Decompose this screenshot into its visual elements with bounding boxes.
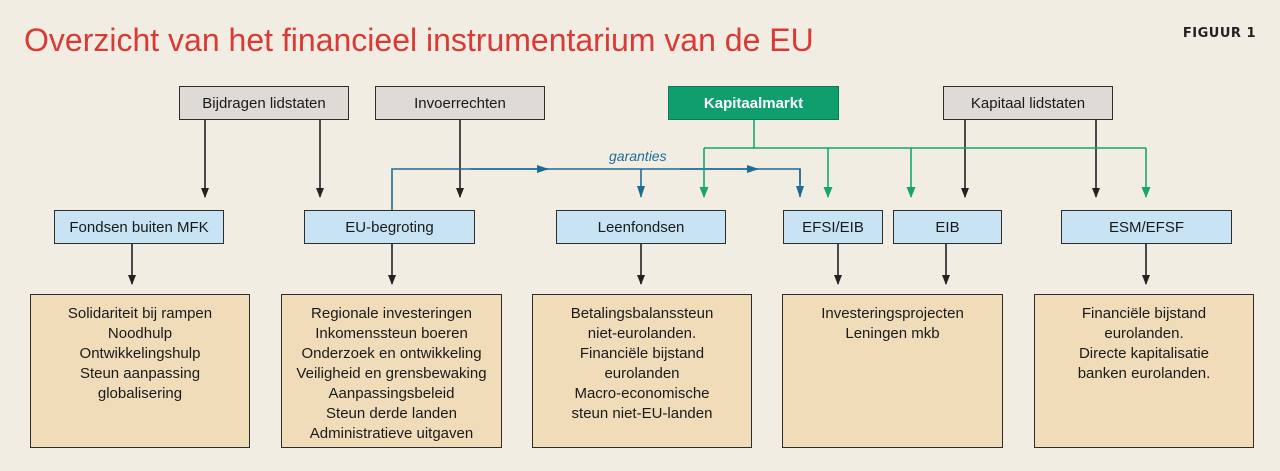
box-fondsen-buiten-mfk: Fondsen buiten MFK (54, 210, 224, 244)
box-invoerrechten: Invoerrechten (375, 86, 545, 120)
use-line: Administratieve uitgaven (309, 425, 474, 442)
uses-fondsen: Solidariteit bij rampen Noodhulp Ontwikk… (30, 294, 250, 448)
box-efsi-eib: EFSI/EIB (783, 210, 883, 244)
use-line: Steun derde landen (326, 405, 457, 422)
box-eu-begroting: EU-begroting (304, 210, 475, 244)
use-line: Macro-economische (574, 385, 710, 402)
box-kapitaalmarkt: Kapitaalmarkt (668, 86, 839, 120)
use-line: niet-eurolanden. (587, 325, 697, 342)
use-line: Betalingsbalanssteun (570, 305, 714, 322)
uses-efsi-eib: Investeringsprojecten Leningen mkb (782, 294, 1003, 448)
use-line: steun niet-EU-landen (571, 405, 713, 422)
diagram-title: Overzicht van het financieel instrumenta… (24, 22, 814, 58)
use-line: Veiligheid en grensbewaking (296, 365, 487, 382)
box-leenfondsen: Leenfondsen (556, 210, 726, 244)
use-line: Regionale investeringen (311, 305, 472, 322)
use-line: eurolanden (604, 365, 680, 382)
use-line: globalisering (97, 385, 183, 402)
use-line: Investeringsprojecten (821, 305, 964, 322)
use-line: Onderzoek en ontwikkeling (301, 345, 482, 362)
use-line: Leningen mkb (845, 325, 940, 342)
box-bijdragen-lidstaten: Bijdragen lidstaten (179, 86, 349, 120)
box-eib: EIB (893, 210, 1002, 244)
use-line: Steun aanpassing (79, 365, 201, 382)
uses-leenfondsen: Betalingsbalanssteun niet-eurolanden. Fi… (532, 294, 752, 448)
use-line: banken eurolanden. (1077, 365, 1211, 382)
use-line: Inkomenssteun boeren (315, 325, 468, 342)
figure-label: FIGUUR 1 (1182, 26, 1256, 41)
box-esm-efsf: ESM/EFSF (1061, 210, 1232, 244)
use-line: Aanpassingsbeleid (328, 385, 455, 402)
use-line: Directe kapitalisatie (1078, 345, 1210, 362)
box-kapitaal-lidstaten: Kapitaal lidstaten (943, 86, 1113, 120)
use-line: Solidariteit bij rampen (67, 305, 213, 322)
use-line: Ontwikkelingshulp (79, 345, 201, 362)
use-line: Noodhulp (107, 325, 173, 342)
garanties-line (391, 168, 801, 211)
uses-esm-efsf: Financiële bijstand eurolanden. Directe … (1034, 294, 1254, 448)
uses-eu-begroting: Regionale investeringen Inkomenssteun bo… (281, 294, 502, 448)
garanties-label: garanties (609, 148, 667, 164)
use-line: Financiële bijstand (579, 345, 705, 362)
use-line: Financiële bijstand (1081, 305, 1207, 322)
use-line: eurolanden. (1104, 325, 1184, 342)
